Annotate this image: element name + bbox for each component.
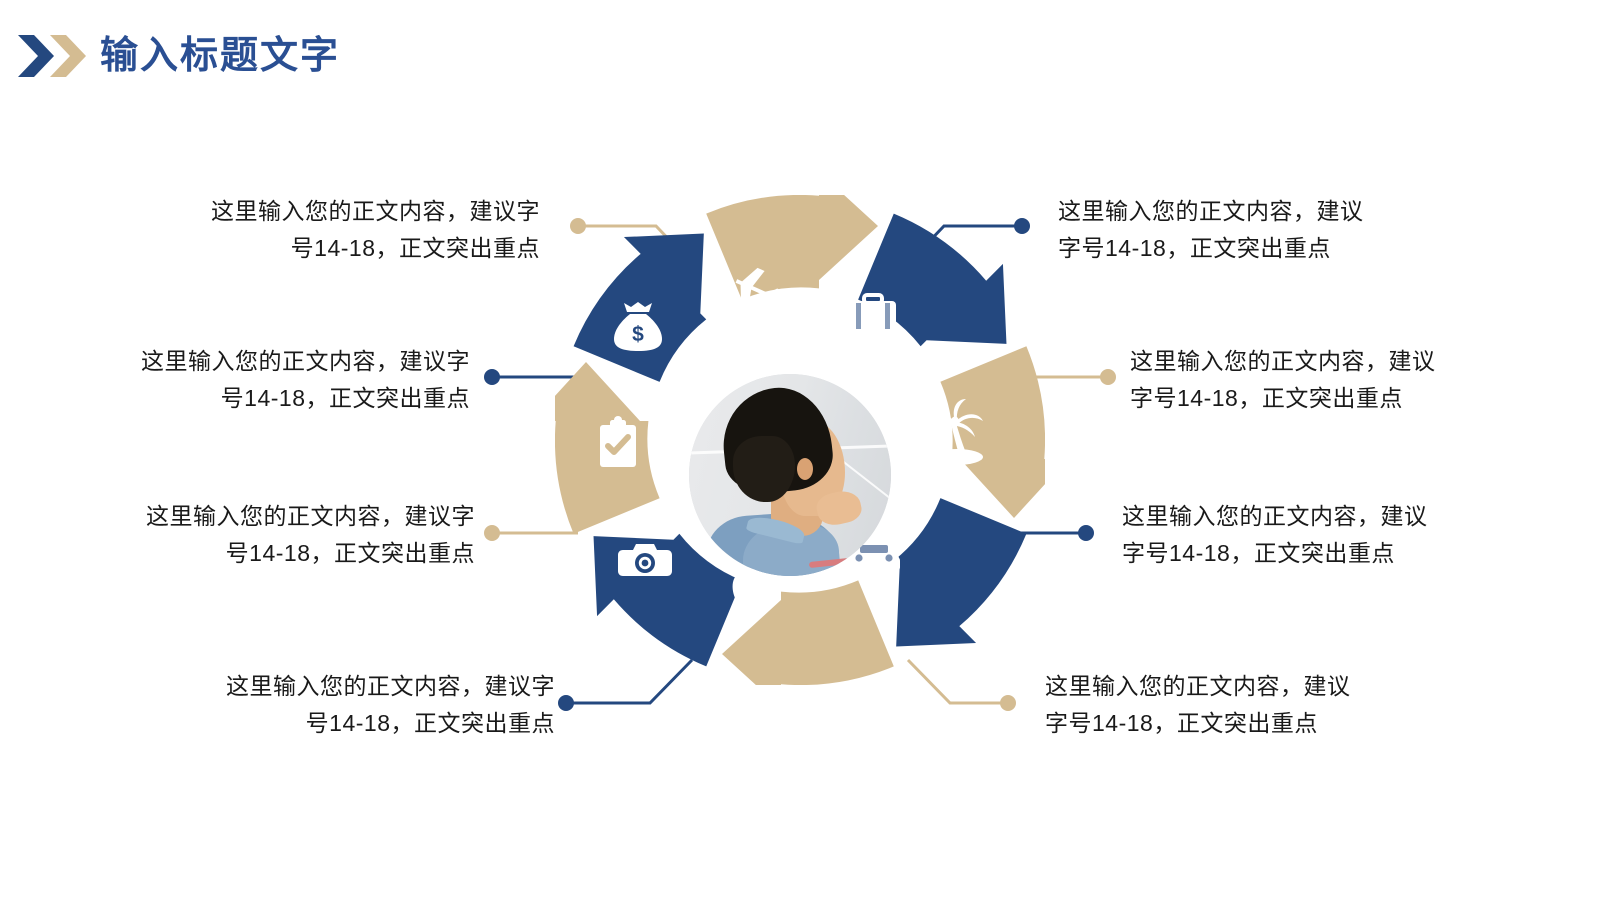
- callout-text-right-4: 这里输入您的正文内容，建议 字号14-18，正文突出重点: [1045, 673, 1351, 737]
- callout-text-right-2: 这里输入您的正文内容，建议 字号14-18，正文突出重点: [1130, 348, 1436, 412]
- photo-ear: [797, 458, 813, 480]
- photo-hair-side: [733, 436, 795, 502]
- briefcase-icon: [850, 293, 896, 331]
- callout-text-right-1: 这里输入您的正文内容，建议 字号14-18，正文突出重点: [1058, 198, 1364, 262]
- callout-text-left-3: 这里输入您的正文内容，建议字 号14-18，正文突出重点: [146, 503, 475, 567]
- svg-text:$: $: [632, 323, 644, 346]
- double-chevron-icon: [18, 35, 86, 77]
- page-title: 输入标题文字: [100, 35, 341, 77]
- photo-background: [689, 374, 891, 576]
- palm-tree-icon: [927, 399, 983, 465]
- callout-text-right-3: 这里输入您的正文内容，建议 字号14-18，正文突出重点: [1122, 503, 1428, 567]
- segment-airplane: [706, 195, 878, 300]
- page-header: 输入标题文字: [18, 28, 340, 84]
- camera-icon: [618, 544, 672, 576]
- center-photo: [689, 374, 891, 576]
- money-bag-icon: $: [614, 302, 662, 351]
- callout-text-left-1: 这里输入您的正文内容，建议字 号14-18，正文突出重点: [211, 198, 540, 262]
- airplane-icon: [735, 267, 783, 308]
- callout-text-left-2: 这里输入您的正文内容，建议字 号14-18，正文突出重点: [141, 348, 470, 412]
- clipboard-check-icon: [600, 416, 636, 467]
- callout-text-left-4: 这里输入您的正文内容，建议字 号14-18，正文突出重点: [226, 673, 555, 737]
